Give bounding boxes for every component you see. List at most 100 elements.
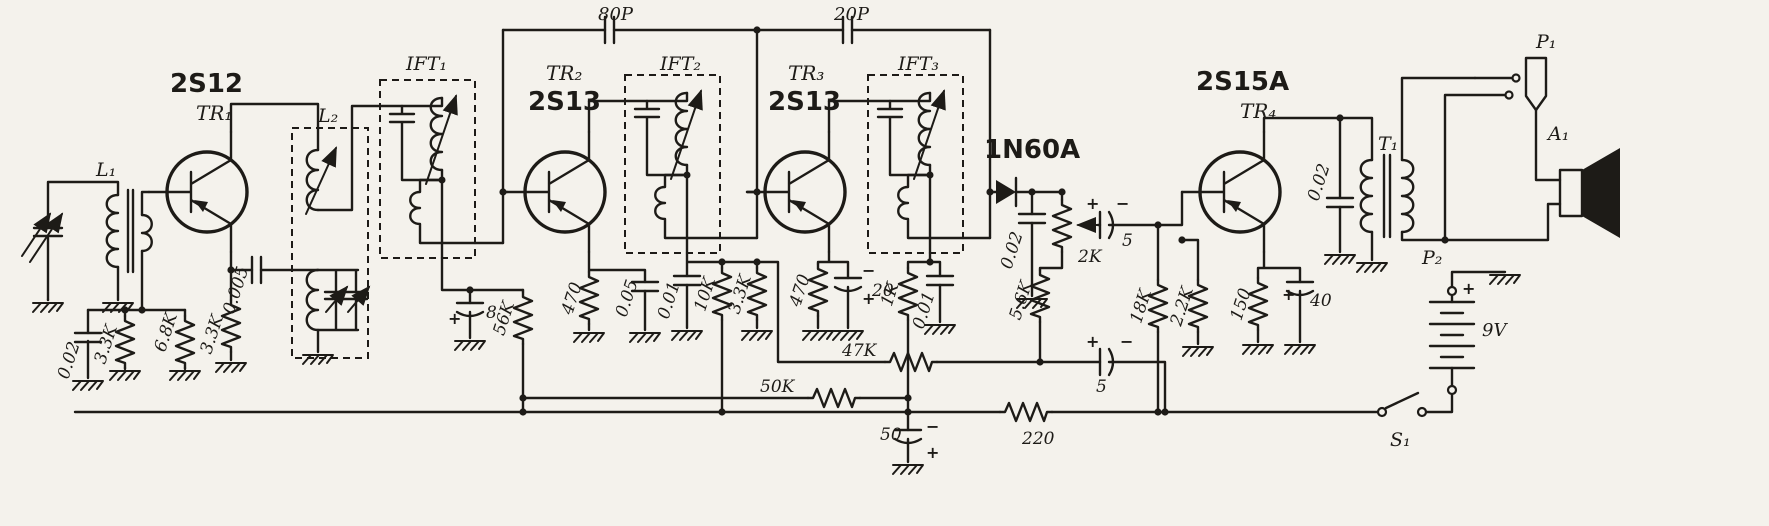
earphone-plug-icon bbox=[1524, 56, 1548, 112]
converter-stage: 2S12 TR₁ 0.005 3.3K bbox=[147, 69, 320, 373]
label-150: 150 bbox=[1227, 286, 1256, 323]
t1-core bbox=[1382, 153, 1392, 239]
ground-icon bbox=[32, 302, 64, 313]
label-20p: 20P bbox=[833, 4, 870, 25]
output-block: P₁ A₁ bbox=[1400, 31, 1620, 244]
avc-resistor-47k bbox=[883, 351, 939, 373]
detector-block: 1N60A 0.02 2K 5.6K + − 5 47K 50K + − 5 bbox=[519, 135, 1184, 414]
antenna-tuned-circuit: L₁ 0.02 3.3K 6.8K bbox=[21, 159, 201, 391]
ground-icon bbox=[72, 380, 104, 391]
label-plus: + bbox=[1086, 332, 1099, 351]
tr3-emitter-resistor bbox=[807, 262, 829, 318]
label-fb-cap: 0.005 bbox=[219, 264, 253, 316]
t1-primary-coil bbox=[1359, 158, 1374, 234]
label-tr3-type: 2S13 bbox=[768, 87, 841, 117]
tuning-arrow-icon bbox=[29, 212, 64, 263]
ground-icon bbox=[169, 370, 201, 381]
ground-icon bbox=[629, 332, 661, 343]
label-plus: + bbox=[448, 309, 461, 328]
label-tr3-20: 20 bbox=[871, 281, 894, 301]
power-block: 50 − + 220 P₂ + 9V S₁ bbox=[73, 247, 1521, 475]
ground-icon bbox=[741, 330, 773, 341]
battery-cells bbox=[1428, 300, 1476, 370]
if-amp2-stage: TR₃ 2S13 470 − + 20 bbox=[745, 61, 894, 341]
label-minus: − bbox=[1120, 332, 1133, 351]
osc-feedback-capacitor bbox=[250, 255, 263, 285]
label-a1: A₁ bbox=[1546, 123, 1569, 145]
ground-icon bbox=[573, 332, 605, 343]
trimmer-arrow-icon bbox=[325, 285, 349, 313]
battery-terminal bbox=[1446, 384, 1458, 396]
label-l1: L₁ bbox=[95, 159, 116, 181]
label-tr4-type: 2S15A bbox=[1196, 67, 1289, 97]
ground-icon bbox=[892, 464, 924, 475]
label-ift2: IFT₂ bbox=[659, 53, 701, 75]
label-p1: P₁ bbox=[1535, 31, 1556, 53]
label-minus: − bbox=[862, 261, 875, 280]
label-tr2-005: 0.05 bbox=[612, 277, 643, 319]
label-tr3-470: 470 bbox=[785, 272, 814, 310]
ground-icon bbox=[1489, 274, 1521, 285]
l1-core bbox=[126, 188, 135, 274]
label-minus: − bbox=[1116, 194, 1129, 213]
ground-icon bbox=[1242, 344, 1274, 355]
label-l2: L₂ bbox=[317, 105, 338, 127]
ground-icon bbox=[832, 330, 864, 341]
label-cap-5: 5 bbox=[1122, 231, 1133, 251]
label-minus: − bbox=[926, 417, 939, 436]
transistor-tr1 bbox=[147, 130, 249, 254]
ift2-block: IFT₂ 0.01 10K 3.3K bbox=[625, 53, 773, 414]
l1-primary-coil bbox=[105, 193, 120, 269]
speaker-cone-icon bbox=[1582, 148, 1620, 238]
tone-capacitor bbox=[1325, 196, 1355, 209]
ground-icon bbox=[109, 370, 141, 381]
label-2k: 2K bbox=[1077, 247, 1103, 267]
label-ift1: IFT₁ bbox=[405, 53, 447, 75]
ground-icon bbox=[1182, 346, 1214, 357]
label-p2: P₂ bbox=[1421, 247, 1442, 269]
l2-box bbox=[291, 127, 369, 359]
label-tr2-ref: TR₂ bbox=[546, 61, 582, 85]
label-1n60a: 1N60A bbox=[984, 135, 1080, 165]
load-resistor-56k bbox=[1029, 268, 1051, 324]
l1-secondary-coil bbox=[140, 213, 153, 253]
label-plus: + bbox=[926, 443, 939, 462]
oscillator-coil: L₂ bbox=[291, 104, 404, 365]
if3-cap-001 bbox=[925, 274, 955, 287]
label-47k: 47K bbox=[841, 341, 878, 361]
label-9v: 9V bbox=[1482, 320, 1508, 341]
label-tr4-ref: TR₄ bbox=[1240, 99, 1276, 123]
battery-terminal bbox=[1446, 285, 1458, 297]
label-80p: 80P bbox=[598, 4, 634, 25]
bias-resistor-1 bbox=[114, 314, 136, 370]
label-s1: S₁ bbox=[1390, 429, 1411, 451]
jack-contact bbox=[1511, 73, 1521, 83]
label-50k: 50K bbox=[760, 377, 796, 397]
label-det-cap: 0.02 bbox=[997, 229, 1028, 271]
transistor-tr4 bbox=[1180, 130, 1282, 254]
label-tr3-ref: TR₃ bbox=[788, 61, 824, 85]
label-plus: + bbox=[862, 289, 875, 308]
l2-lower-coil bbox=[305, 268, 320, 332]
label-tr2-type: 2S13 bbox=[528, 87, 601, 117]
ground-icon bbox=[454, 340, 486, 351]
tuning-arrow2-icon bbox=[21, 212, 52, 257]
diode-1n60a bbox=[996, 180, 1016, 204]
ground-icon bbox=[802, 330, 834, 341]
label-220: 220 bbox=[1021, 429, 1055, 449]
switch-pole bbox=[1376, 406, 1388, 418]
ground-icon bbox=[302, 354, 334, 365]
label-cap-8: 8 bbox=[486, 303, 497, 323]
feedback-resistor-50k bbox=[806, 387, 862, 409]
ground-icon bbox=[215, 362, 247, 373]
transistor-tr2 bbox=[505, 130, 607, 254]
label-plus: + bbox=[1086, 194, 1099, 213]
label-if2-cap: 0.01 bbox=[654, 279, 685, 321]
label-t1: T₁ bbox=[1378, 133, 1398, 155]
speaker-driver bbox=[1558, 168, 1584, 218]
l2-upper-coil bbox=[305, 148, 320, 212]
volume-potentiometer bbox=[1051, 198, 1073, 254]
label-tr2-470: 470 bbox=[557, 280, 586, 318]
